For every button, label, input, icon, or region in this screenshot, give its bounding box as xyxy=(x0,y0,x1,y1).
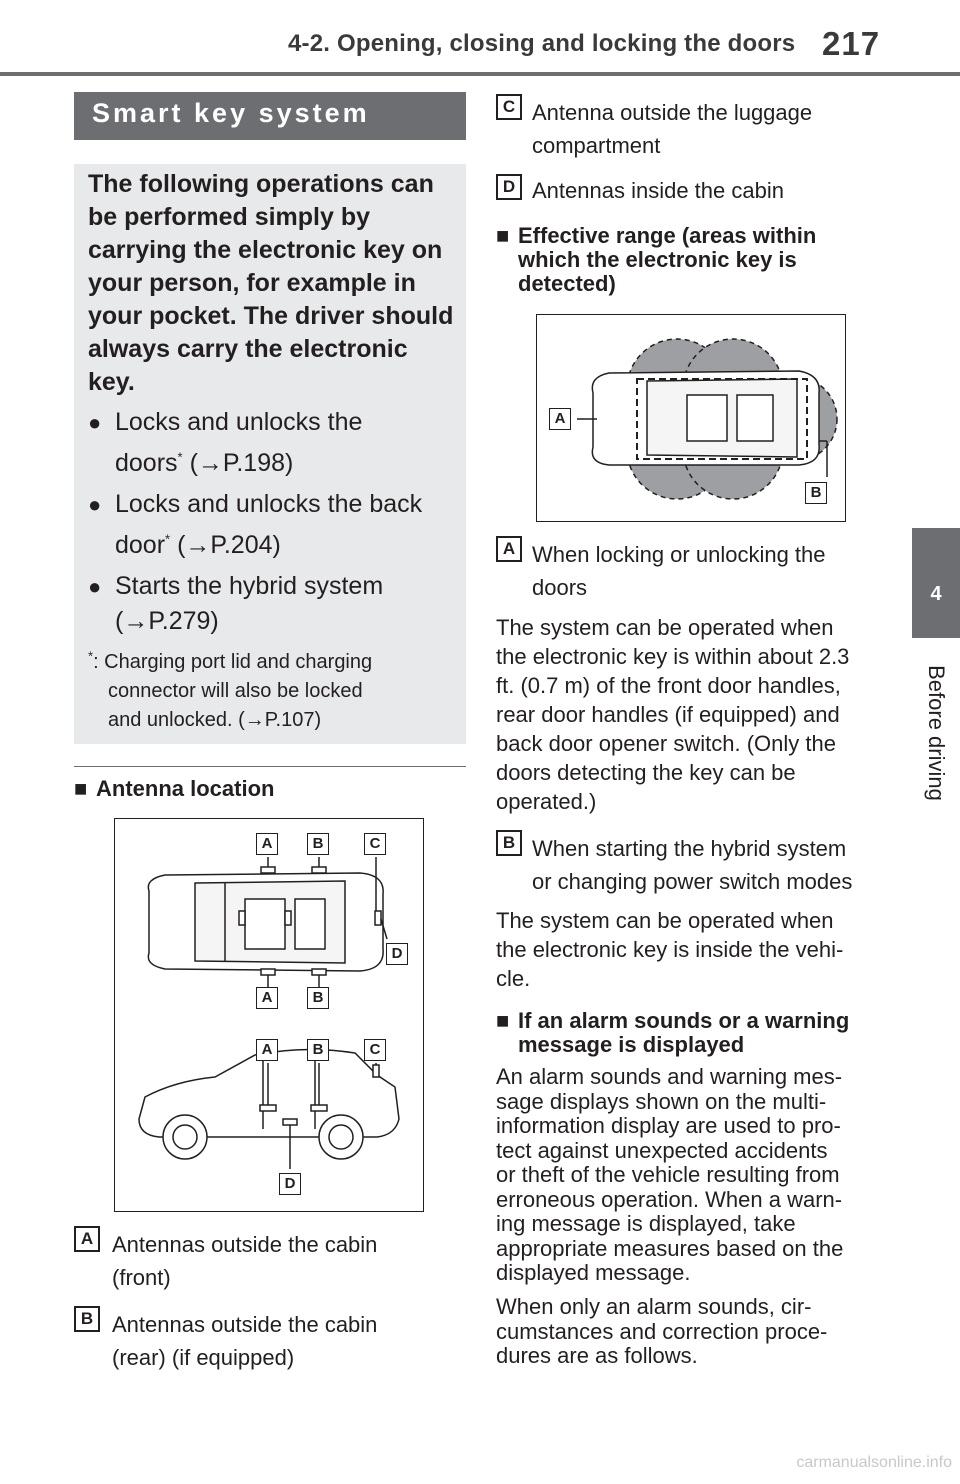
figure-label-a: A xyxy=(256,833,278,855)
intro-text: The following operations can be performe… xyxy=(88,170,454,396)
item-label-c: C xyxy=(496,94,522,120)
figure-label-b: B xyxy=(307,1039,329,1061)
figure-label-b: B xyxy=(307,987,329,1009)
bullet-dot-icon: ● xyxy=(88,574,102,599)
item-label-b: B xyxy=(496,830,522,856)
figure-label-c: C xyxy=(364,833,386,855)
section-title: Smart key system xyxy=(92,98,370,128)
item-label-b: B xyxy=(74,1306,100,1332)
antenna-item-a: Antennas outside the cabin(front) xyxy=(112,1232,378,1290)
range-paragraph-b: The system can be operated when the elec… xyxy=(496,908,844,991)
item-label-a: A xyxy=(74,1226,100,1252)
chapter-tab xyxy=(912,528,960,638)
figure-label-d: D xyxy=(279,1173,301,1195)
antenna-location-heading: ■Antenna location xyxy=(74,776,275,801)
alarm-paragraph-1: An alarm sounds and warning mes- sage di… xyxy=(496,1064,844,1285)
antenna-item-d: Antennas inside the cabin xyxy=(532,178,784,203)
watermark: carmanualsonline.info xyxy=(796,1454,952,1471)
running-header-title: 4-2. Opening, closing and locking the do… xyxy=(288,30,796,57)
page-number: 217 xyxy=(822,25,881,62)
bullet-item: ●Starts the hybrid system (→P.279) xyxy=(88,566,458,642)
column-rule xyxy=(74,766,466,767)
antenna-location-figure xyxy=(114,818,424,1212)
section-title-bar xyxy=(74,92,466,140)
figure-label-b: B xyxy=(805,482,827,504)
chapter-number: 4 xyxy=(930,583,942,605)
header-rule xyxy=(0,72,960,76)
bullet-item: ●Locks and unlocks the back door* (→P.20… xyxy=(88,484,458,566)
car-antenna-diagram xyxy=(138,857,400,1169)
item-label-a: A xyxy=(496,536,522,562)
bullet-item: ●Locks and unlocks the doors* (→P.198) xyxy=(88,402,458,484)
alarm-paragraph-2: When only an alarm sounds, cir- cumstanc… xyxy=(496,1294,828,1368)
figure-label-a: A xyxy=(256,1039,278,1061)
effective-range-heading: ■Effective range (areas within which the… xyxy=(496,223,817,296)
figure-label-a: A xyxy=(256,987,278,1009)
item-label-d: D xyxy=(496,174,522,200)
figure-label-a: A xyxy=(549,408,571,430)
intro-box xyxy=(74,164,466,744)
figure-label-c: C xyxy=(364,1039,386,1061)
footnote: *: Charging port lid and charging connec… xyxy=(88,648,373,731)
effective-range-figure xyxy=(536,314,846,522)
figure-label-b: B xyxy=(307,833,329,855)
chapter-label: Before driving xyxy=(924,665,949,801)
range-paragraph-a: The system can be operated when the elec… xyxy=(496,615,850,814)
antenna-item-b: Antennas outside the cabin(rear) (if equ… xyxy=(112,1312,378,1370)
alarm-heading: ■If an alarm sounds or a warning message… xyxy=(496,1008,850,1057)
bullet-dot-icon: ● xyxy=(88,410,102,435)
detection-range-diagram xyxy=(577,338,838,500)
figure-label-d: D xyxy=(386,943,408,965)
bullet-dot-icon: ● xyxy=(88,492,102,517)
